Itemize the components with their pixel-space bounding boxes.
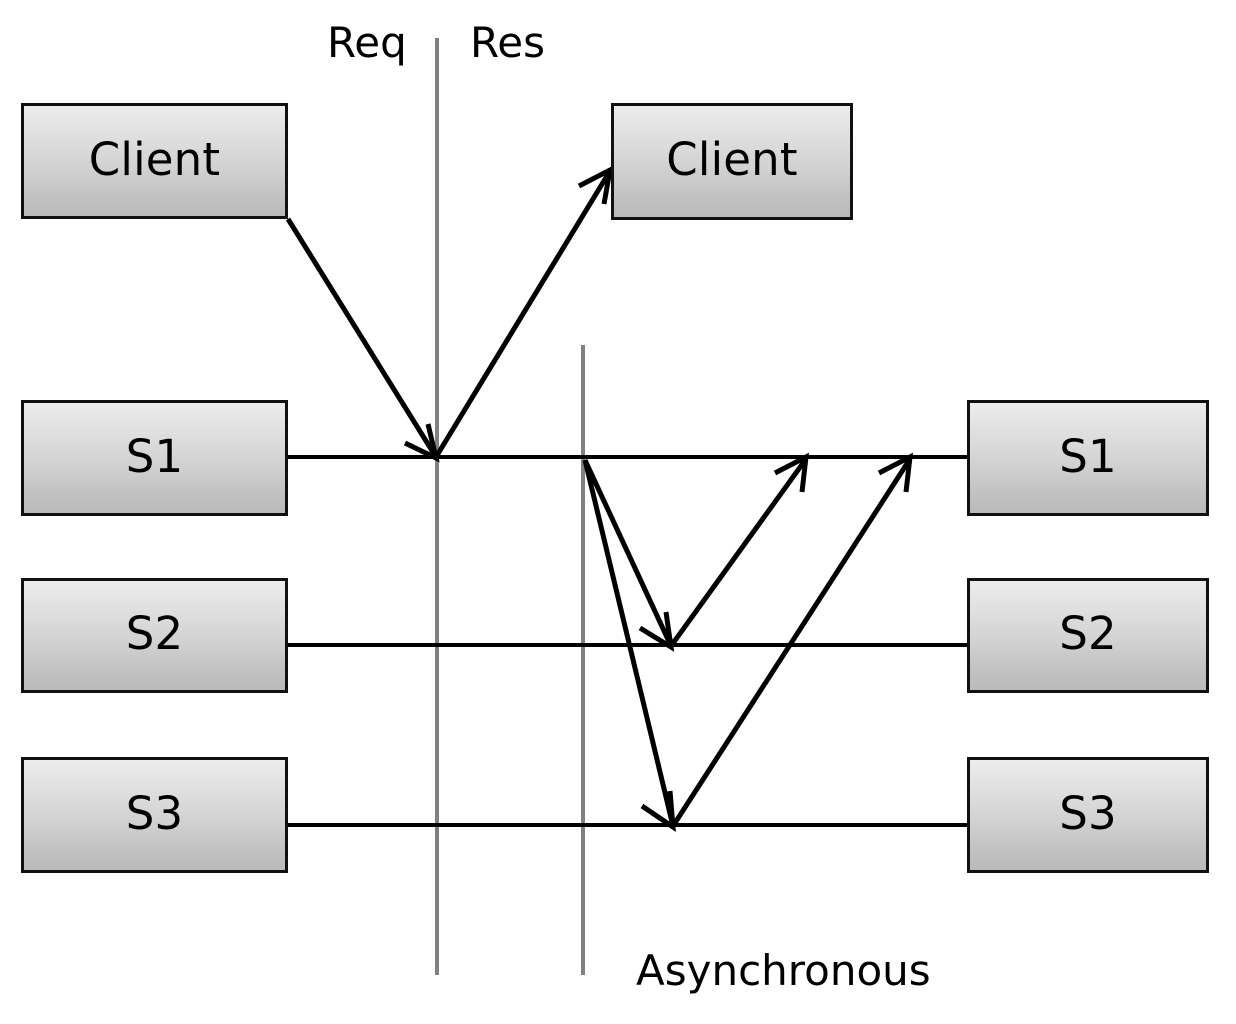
arrow-s1-to-s3 xyxy=(582,459,676,833)
node-label: S3 xyxy=(1059,786,1117,840)
node-client-left[interactable]: Client xyxy=(21,103,288,219)
arrow-s2-to-s1 xyxy=(668,452,810,648)
node-client-right[interactable]: Client xyxy=(611,103,853,220)
node-label: Client xyxy=(88,132,221,186)
node-s2-right[interactable]: S2 xyxy=(967,578,1209,693)
arrow-s1-to-s2 xyxy=(582,458,675,652)
arrow-s3-to-s1 xyxy=(670,452,914,828)
node-label: S3 xyxy=(125,786,184,840)
label-request: Req xyxy=(327,18,407,67)
node-s2-left[interactable]: S2 xyxy=(21,578,288,693)
label-asynchronous: Asynchronous xyxy=(636,946,931,995)
label-response: Res xyxy=(470,18,546,67)
node-s1-left[interactable]: S1 xyxy=(21,400,288,516)
arrow-client-request xyxy=(285,217,440,463)
lane-req-res-divider xyxy=(435,38,439,975)
node-label: S2 xyxy=(125,607,184,660)
lane-async-divider xyxy=(581,345,585,975)
node-label: S2 xyxy=(1059,607,1117,660)
node-label: S1 xyxy=(1059,429,1117,483)
node-label: Client xyxy=(666,133,798,186)
node-s3-left[interactable]: S3 xyxy=(21,757,288,873)
node-s3-right[interactable]: S3 xyxy=(967,757,1209,873)
node-label: S1 xyxy=(125,429,184,483)
node-s1-right[interactable]: S1 xyxy=(967,400,1209,516)
arrow-client-response xyxy=(433,165,614,459)
